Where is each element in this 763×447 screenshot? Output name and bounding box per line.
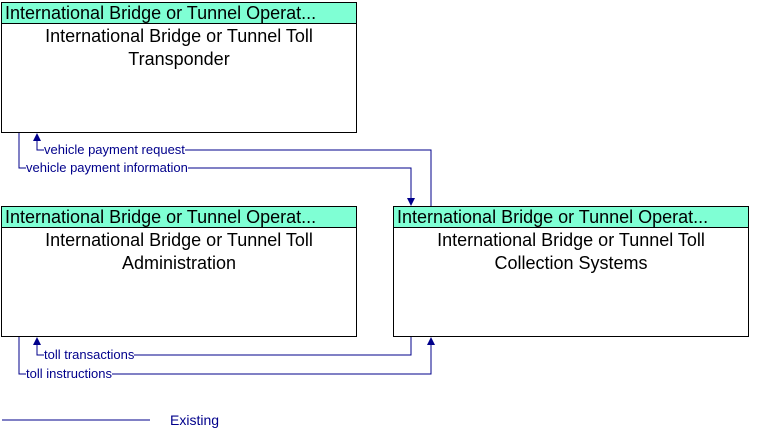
arrowhead-toll-transactions bbox=[33, 337, 41, 345]
node-collection-title: International Bridge or Tunnel Toll Coll… bbox=[394, 228, 748, 275]
node-administration-header: International Bridge or Tunnel Operat... bbox=[2, 207, 356, 228]
flow-line-vehicle-payment-request bbox=[36, 141, 432, 206]
node-transponder-title: International Bridge or Tunnel Toll Tran… bbox=[2, 24, 356, 71]
node-collection-title-line2: Collection Systems bbox=[494, 253, 648, 273]
arrowhead-toll-instructions bbox=[427, 337, 435, 345]
node-collection[interactable]: International Bridge or Tunnel Operat...… bbox=[393, 206, 749, 337]
node-transponder[interactable]: International Bridge or Tunnel Operat...… bbox=[1, 2, 357, 133]
node-transponder-header: International Bridge or Tunnel Operat... bbox=[2, 3, 356, 24]
node-administration-title: International Bridge or Tunnel Toll Admi… bbox=[2, 228, 356, 275]
node-collection-header: International Bridge or Tunnel Operat... bbox=[394, 207, 748, 228]
flow-label-vehicle-payment-request: vehicle payment request bbox=[44, 142, 185, 157]
flow-line-toll-transactions bbox=[36, 337, 412, 356]
flow-label-toll-transactions: toll transactions bbox=[44, 347, 135, 362]
node-administration[interactable]: International Bridge or Tunnel Operat...… bbox=[1, 206, 357, 337]
flow-label-vehicle-payment-information: vehicle payment information bbox=[26, 160, 188, 175]
node-transponder-title-line2: Transponder bbox=[128, 49, 230, 69]
node-administration-title-line2: Administration bbox=[121, 253, 237, 273]
node-administration-title-line1: International Bridge or Tunnel Toll bbox=[45, 230, 313, 250]
flow-line-vehicle-payment-information bbox=[18, 133, 412, 198]
arrowhead-vehicle-payment-request bbox=[33, 133, 41, 141]
arrowhead-vehicle-payment-information bbox=[407, 198, 415, 206]
legend-label-existing: Existing bbox=[170, 412, 220, 428]
node-collection-title-line1: International Bridge or Tunnel Toll bbox=[437, 230, 705, 250]
node-transponder-title-line1: International Bridge or Tunnel Toll bbox=[45, 26, 313, 46]
flow-label-toll-instructions: toll instructions bbox=[26, 366, 112, 381]
flow-line-toll-instructions bbox=[18, 337, 432, 375]
